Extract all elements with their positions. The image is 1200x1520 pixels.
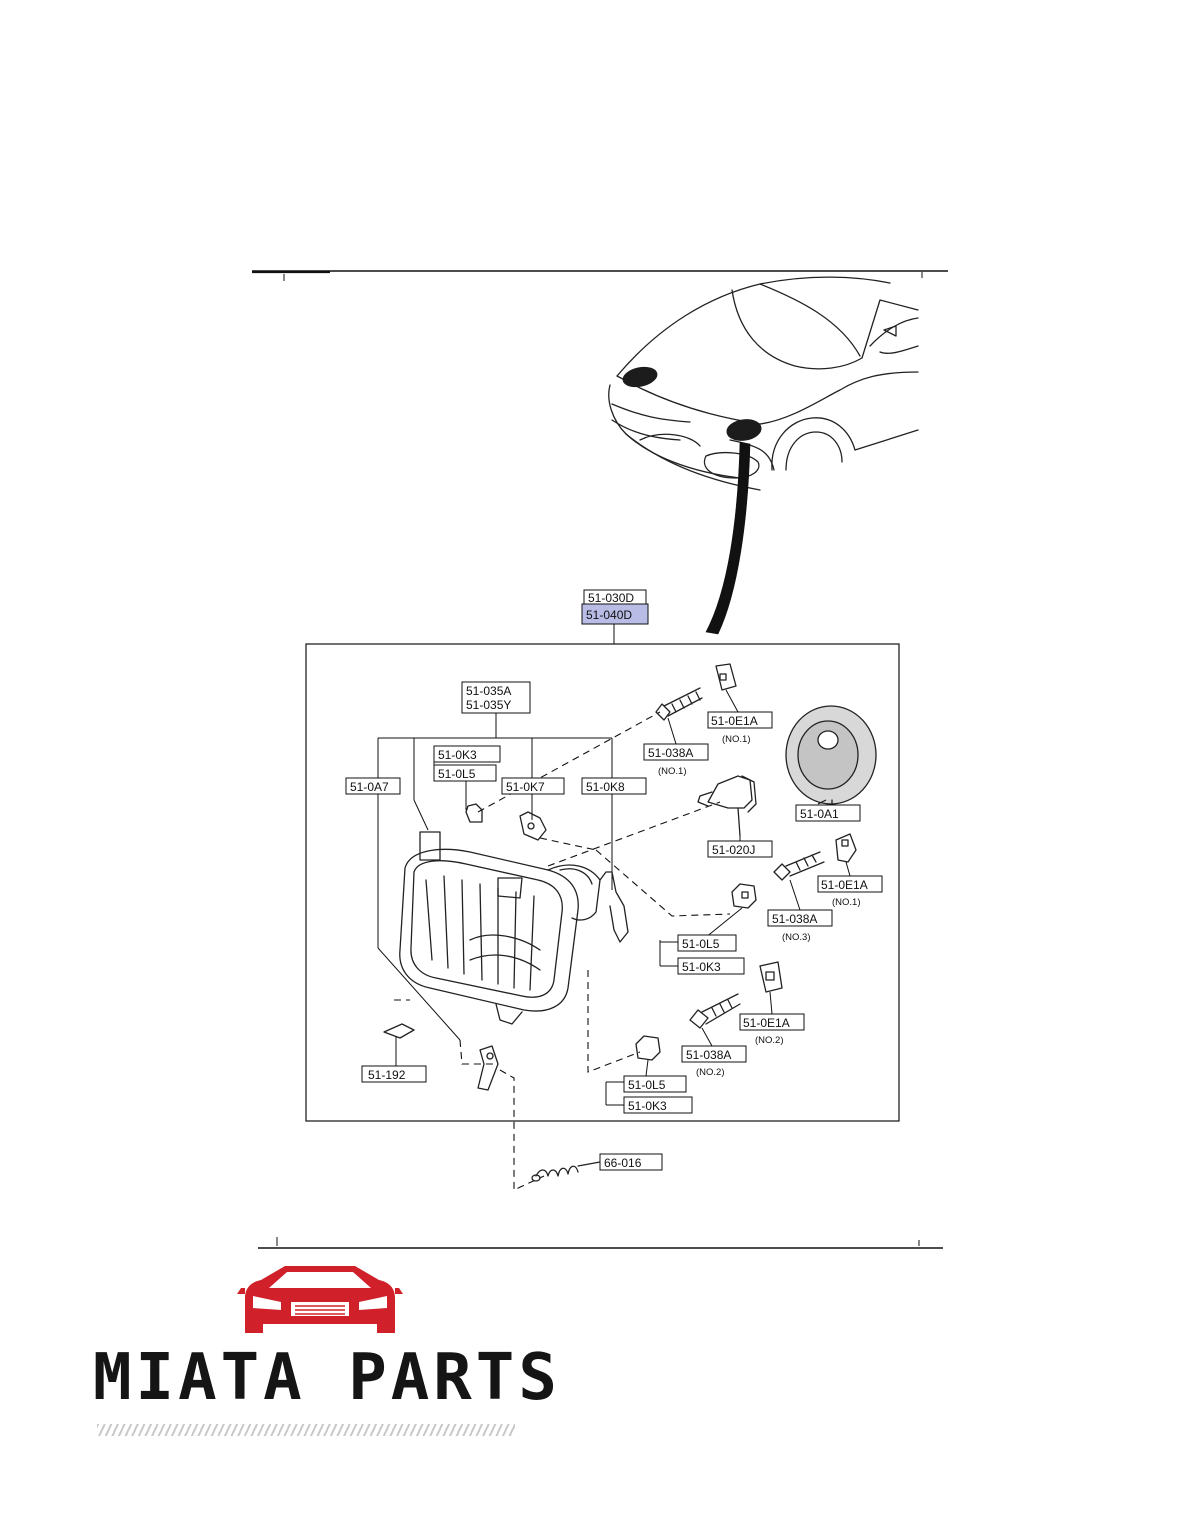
- part-labels: 51-035A 51-035Y 51-0A7 51-0K3 51-0L5 51-…: [345, 681, 883, 1171]
- label-51-0e1a-lower: 51-0E1A: [743, 1016, 790, 1030]
- assembly-label: 51-030D 51-040D: [581, 589, 649, 644]
- assembly-highlight: [581, 603, 649, 625]
- assembly-number-1: 51-030D: [588, 591, 634, 605]
- label-51-0e1a-upper: 51-0E1A: [711, 714, 758, 728]
- car-logo-icon: [237, 1266, 403, 1333]
- label-51-0e1a-middle: 51-0E1A: [821, 878, 868, 892]
- label-51-038a-no3: 51-038A: [772, 912, 817, 926]
- label-51-035a: 51-035A: [466, 684, 511, 698]
- note-no1-screw: (NO.1): [658, 766, 687, 777]
- label-51-035y: 51-035Y: [466, 698, 511, 712]
- brand-stripe: [97, 1424, 515, 1436]
- label-51-0l5-middle: 51-0L5: [682, 937, 720, 951]
- dashed-leaders: [394, 711, 731, 1191]
- note-no1-clip-upper: (NO.1): [722, 734, 751, 745]
- hardware-parts: [383, 663, 877, 1182]
- note-no1-clip-middle: (NO.1): [832, 897, 861, 908]
- note-no2-screw: (NO.2): [696, 1067, 725, 1078]
- assembly-number-2: 51-040D: [586, 608, 632, 622]
- label-51-0a1: 51-0A1: [800, 807, 839, 821]
- label-51-020j: 51-020J: [712, 843, 755, 857]
- label-51-0k8: 51-0K8: [586, 780, 625, 794]
- brand-name: MIATA PARTS: [93, 1341, 561, 1415]
- label-51-0k7: 51-0K7: [506, 780, 545, 794]
- label-51-038a-no2: 51-038A: [686, 1048, 731, 1062]
- exploded-view-box: [305, 643, 900, 1122]
- label-51-0l5-upper: 51-0L5: [438, 767, 476, 781]
- frame-rules: [252, 270, 948, 1249]
- label-51-0k3-upper: 51-0K3: [438, 748, 477, 762]
- label-66-016: 66-016: [604, 1156, 642, 1170]
- label-51-0k3-middle: 51-0K3: [682, 960, 721, 974]
- bracket-lines: [377, 713, 613, 1041]
- label-51-0a7: 51-0A7: [350, 780, 389, 794]
- car-illustration: [608, 276, 919, 635]
- label-51-038a-no1: 51-038A: [648, 746, 693, 760]
- miata-parts-logo: [237, 1266, 403, 1333]
- note-no2-clip: (NO.2): [755, 1035, 784, 1046]
- note-no3: (NO.3): [782, 932, 811, 943]
- label-leaders: [395, 689, 851, 1106]
- label-51-0k3-lower: 51-0K3: [628, 1099, 667, 1113]
- label-51-0l5-lower: 51-0L5: [628, 1078, 666, 1092]
- headlamp-unit: [399, 803, 629, 1025]
- label-51-192: 51-192: [368, 1068, 406, 1082]
